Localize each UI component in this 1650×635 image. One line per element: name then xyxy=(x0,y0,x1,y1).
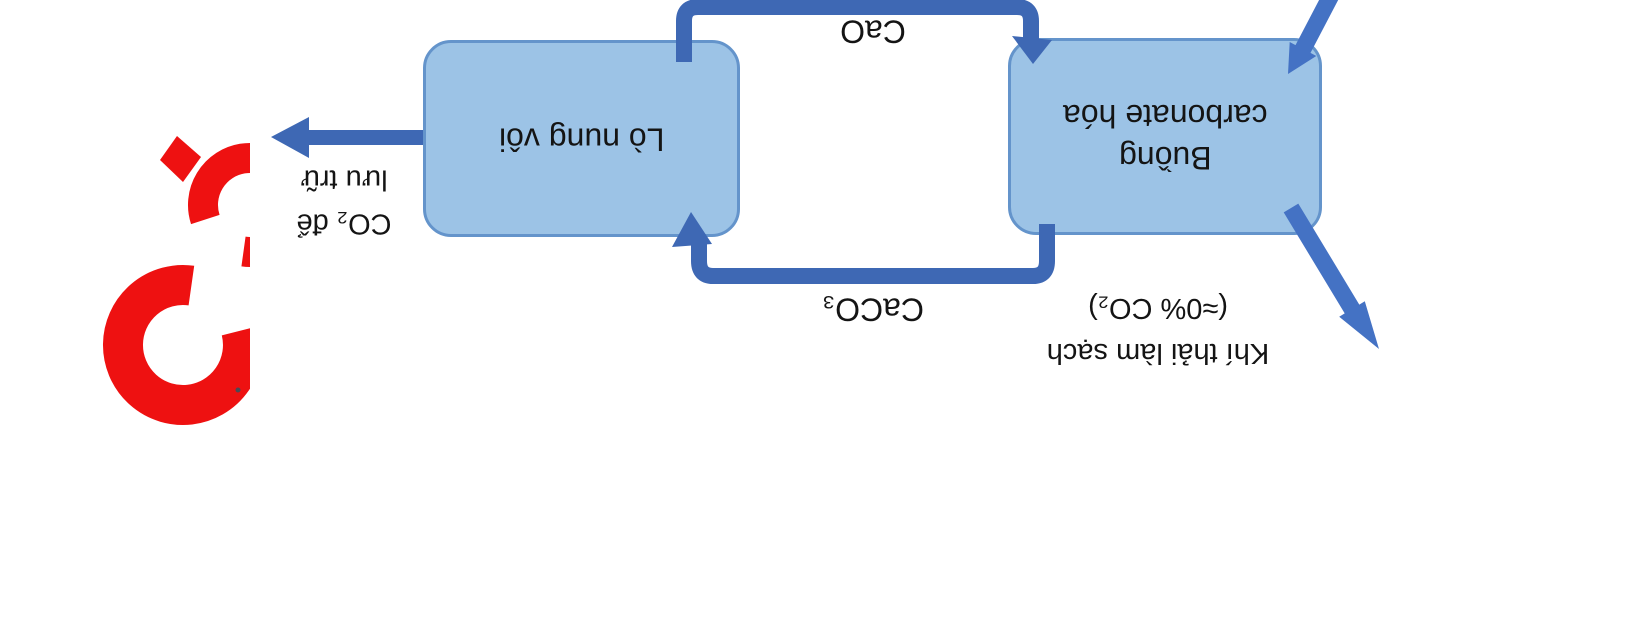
node-lime-kiln: Lò nung vôi xyxy=(423,40,740,237)
logo-large-arc-icon xyxy=(103,265,250,425)
annotation-clean-exhaust: Khí thải làm sạch (≈0% CO₂) xyxy=(1046,292,1270,369)
red-logo-mark xyxy=(103,136,250,425)
pipe-caco3 xyxy=(691,224,1055,284)
annotation-co2-storage: CO₂ để lưu trữ xyxy=(296,164,392,240)
logo-diamond-dot-icon xyxy=(160,136,201,182)
speck-dot xyxy=(235,387,241,393)
node-carbonation-chamber: Buồng carbonate hóa xyxy=(1008,38,1322,235)
arrow-co2-storage-icon xyxy=(271,117,423,158)
node-carbonation-chamber-label: Buồng carbonate hóa xyxy=(1062,98,1268,177)
logo-small-arc-icon xyxy=(188,143,250,267)
node-lime-kiln-label: Lò nung vôi xyxy=(498,121,665,158)
edge-label-caco3: CaCO₃ xyxy=(822,291,924,328)
edge-label-cao: CaO xyxy=(840,13,906,50)
